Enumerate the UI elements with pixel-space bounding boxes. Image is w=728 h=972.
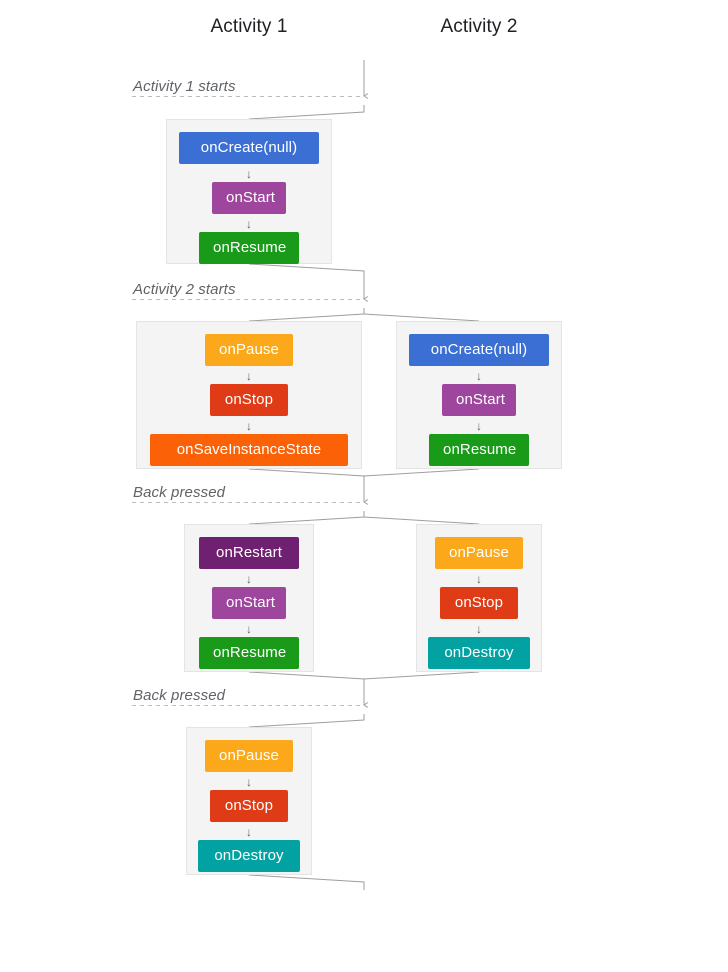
chip-row: onStart xyxy=(407,384,551,416)
chip-row: onPause xyxy=(147,334,351,366)
lifecycle-chip-onpause[interactable]: onPause xyxy=(205,334,293,366)
group-inner: onCreate(null)↓onStart↓onResume xyxy=(397,322,561,478)
stage-label-stage-back-pressed-1: Back pressed xyxy=(133,484,226,501)
lifecycle-chip-ondestroy[interactable]: onDestroy xyxy=(198,840,300,872)
group-inner: onPause↓onStop↓onDestroy xyxy=(417,525,541,681)
wire-a1launch-in xyxy=(248,105,365,120)
lifecycle-chip-onstart[interactable]: onStart xyxy=(442,384,516,416)
wire-stage2-in-right xyxy=(363,308,480,322)
lifecycle-chip-onpause[interactable]: onPause xyxy=(205,740,293,772)
group-inner: onPause↓onStop↓onDestroy xyxy=(187,728,311,884)
group-a2-destroy: onPause↓onStop↓onDestroy xyxy=(416,524,542,672)
chip-row: onResume xyxy=(195,637,303,669)
lifecycle-chip-onpause[interactable]: onPause xyxy=(435,537,523,569)
chip-row: onStart xyxy=(177,182,321,214)
stage-label-stage-activity-2-starts: Activity 2 starts xyxy=(133,281,236,298)
lifecycle-chip-onsaveinstancestate[interactable]: onSaveInstanceState xyxy=(150,434,348,466)
chip-row: onPause xyxy=(197,740,301,772)
lifecycle-chip-onrestart[interactable]: onRestart xyxy=(199,537,299,569)
chip-row: onStop xyxy=(147,384,351,416)
lifecycle-chip-onstart[interactable]: onStart xyxy=(212,587,286,619)
arrow-down-icon: ↓ xyxy=(476,572,482,586)
column-header-activity-1: Activity 1 xyxy=(210,16,288,37)
chip-row: onResume xyxy=(407,434,551,466)
lifecycle-chip-onstop[interactable]: onStop xyxy=(210,384,288,416)
stage-label-stage-back-pressed-2: Back pressed xyxy=(133,687,226,704)
group-inner: onPause↓onStop↓onSaveInstanceState xyxy=(137,322,361,478)
lifecycle-chip-onresume[interactable]: onResume xyxy=(199,232,299,264)
chip-row: onDestroy xyxy=(197,840,301,872)
arrow-down-icon: ↓ xyxy=(246,217,252,231)
lifecycle-chip-ondestroy[interactable]: onDestroy xyxy=(428,637,530,669)
chip-row: onStop xyxy=(427,587,531,619)
arrow-down-icon: ↓ xyxy=(246,622,252,636)
arrow-down-icon: ↓ xyxy=(476,419,482,433)
lifecycle-chip-oncreatenull[interactable]: onCreate(null) xyxy=(179,132,319,164)
wire-stage3-in-right xyxy=(363,511,480,525)
chip-row: onStop xyxy=(197,790,301,822)
chip-row: onResume xyxy=(177,232,321,264)
chip-row: onPause xyxy=(427,537,531,569)
group-a2-launch: onCreate(null)↓onStart↓onResume xyxy=(396,321,562,469)
arrow-down-icon: ↓ xyxy=(246,775,252,789)
chip-row: onDestroy xyxy=(427,637,531,669)
arrow-down-icon: ↓ xyxy=(246,572,252,586)
group-inner: onRestart↓onStart↓onResume xyxy=(185,525,313,681)
arrow-down-icon: ↓ xyxy=(246,419,252,433)
wire-stage3-in-left xyxy=(248,511,365,525)
arrow-down-icon: ↓ xyxy=(246,167,252,181)
group-a1-pause-for-a2: onPause↓onStop↓onSaveInstanceState xyxy=(136,321,362,469)
chip-row: onCreate(null) xyxy=(407,334,551,366)
lifecycle-chip-onstart[interactable]: onStart xyxy=(212,182,286,214)
stage-label-stage-activity-1-starts: Activity 1 starts xyxy=(133,78,236,95)
lifecycle-chip-onresume[interactable]: onResume xyxy=(429,434,529,466)
wire-stage4-in xyxy=(248,714,365,728)
arrow-down-icon: ↓ xyxy=(246,825,252,839)
group-a1-destroy: onPause↓onStop↓onDestroy xyxy=(186,727,312,875)
lifecycle-chip-onresume[interactable]: onResume xyxy=(199,637,299,669)
lifecycle-chip-onstop[interactable]: onStop xyxy=(210,790,288,822)
chip-row: onStart xyxy=(195,587,303,619)
lifecycle-chip-oncreatenull[interactable]: onCreate(null) xyxy=(409,334,549,366)
wire-stage2-in-left xyxy=(248,308,365,322)
lifecycle-chip-onstop[interactable]: onStop xyxy=(440,587,518,619)
arrow-down-icon: ↓ xyxy=(476,369,482,383)
chip-row: onSaveInstanceState xyxy=(147,434,351,466)
arrow-down-icon: ↓ xyxy=(246,369,252,383)
column-header-activity-2: Activity 2 xyxy=(440,16,518,37)
chip-row: onCreate(null) xyxy=(177,132,321,164)
group-inner: onCreate(null)↓onStart↓onResume xyxy=(167,120,331,276)
arrow-down-icon: ↓ xyxy=(476,622,482,636)
chip-row: onRestart xyxy=(195,537,303,569)
group-a1-restart: onRestart↓onStart↓onResume xyxy=(184,524,314,672)
group-a1-launch: onCreate(null)↓onStart↓onResume xyxy=(166,119,332,264)
